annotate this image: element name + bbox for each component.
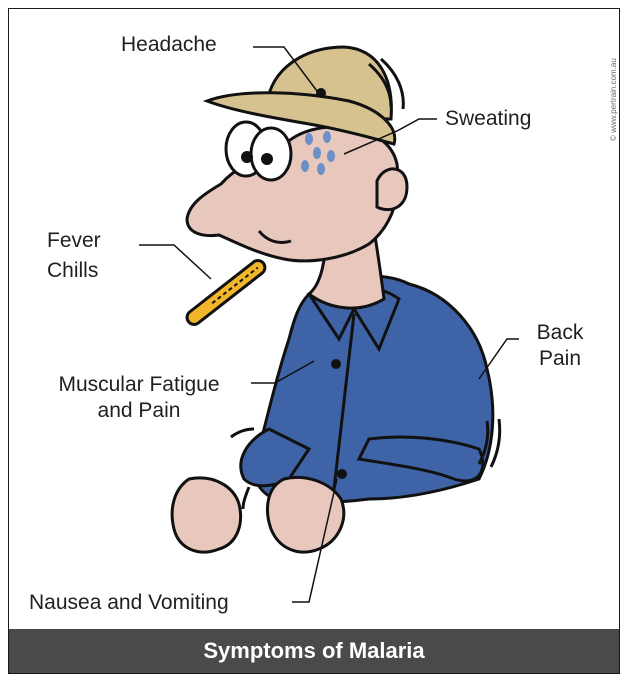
shirt-button (331, 359, 341, 369)
label-fever: Fever (47, 229, 101, 253)
left-hand (172, 478, 240, 552)
footer-title: Symptoms of Malaria (203, 638, 424, 663)
label-muscular-line2: and Pain (29, 399, 249, 423)
copyright-text: © www.pertrain.com.au (609, 58, 618, 141)
label-nausea: Nausea and Vomiting (29, 591, 229, 615)
shirt-button (337, 469, 347, 479)
eye (251, 128, 291, 180)
footer-title-bar: Symptoms of Malaria (9, 629, 619, 673)
label-headache: Headache (121, 33, 217, 57)
thermometer (184, 258, 267, 328)
label-pain: Pain (529, 347, 591, 371)
label-muscular-line1: Muscular Fatigue (29, 373, 249, 397)
head (187, 127, 398, 261)
leader-fever (139, 245, 211, 279)
ear (377, 169, 407, 210)
hat-button (316, 88, 326, 98)
pupil (241, 151, 253, 163)
right-hand (267, 477, 343, 552)
copyright-notice: © www.pertrain.com.au (599, 31, 613, 161)
diagram-frame: Headache Sweating Fever Chills Back Pain… (8, 8, 620, 674)
pupil (261, 153, 273, 165)
label-chills: Chills (47, 259, 98, 283)
label-back: Back (529, 321, 591, 345)
label-sweating: Sweating (445, 107, 531, 131)
